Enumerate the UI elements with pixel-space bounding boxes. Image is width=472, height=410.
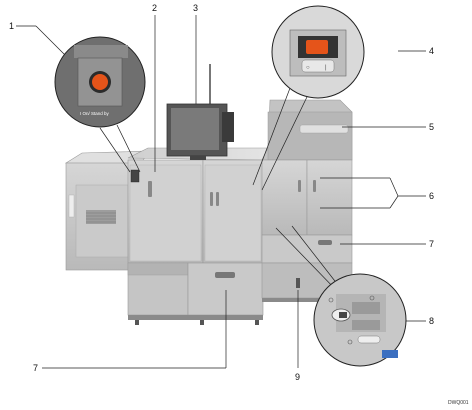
leader-lines xyxy=(16,15,426,369)
door-handle xyxy=(210,192,213,206)
front-cover-left xyxy=(127,159,204,264)
callout-3: 3 xyxy=(193,3,198,13)
zoom-connector xyxy=(99,127,131,173)
callout-2: 2 xyxy=(152,3,157,13)
touch-screen xyxy=(171,108,219,150)
main-switch-toggle-icon xyxy=(306,40,328,54)
zoom-circle-power: I On/ Stand by xyxy=(54,36,146,128)
zoom-connector xyxy=(252,74,296,186)
zoom-connector xyxy=(116,124,141,173)
power-label: I On/ Stand by xyxy=(80,111,110,116)
power-button-icon xyxy=(92,74,108,90)
callout-4: 4 xyxy=(429,46,434,56)
paper-tray-lower-left xyxy=(127,262,189,316)
blue-label xyxy=(382,350,398,358)
control-panel xyxy=(166,64,234,160)
door-handle xyxy=(313,180,316,192)
base-plinth xyxy=(128,315,263,320)
tray-handle xyxy=(215,272,235,278)
callout-8: 8 xyxy=(429,316,434,326)
door-handle xyxy=(216,192,219,206)
callout-7-left: 7 xyxy=(33,363,38,373)
paper-tray-right-upper xyxy=(261,234,353,264)
tray-handle xyxy=(318,240,332,245)
vent-grille xyxy=(86,210,116,224)
callout-5: 5 xyxy=(429,122,434,132)
breaker-switch-icon xyxy=(339,312,347,318)
right-unit-front-right xyxy=(306,159,353,236)
main-power-switch xyxy=(130,169,140,183)
zoom-circle-breaker xyxy=(313,273,407,367)
right-unit-front-left xyxy=(261,159,308,236)
finisher-unit xyxy=(64,150,151,271)
leakage-breaker-location xyxy=(296,278,300,288)
figure-code: DWQ001 xyxy=(448,400,469,406)
door-handle xyxy=(148,181,152,197)
output-tray xyxy=(299,124,349,134)
front-cover-right xyxy=(202,159,264,264)
paper-tray-lower-mid xyxy=(187,262,264,316)
svg-text:○: ○ xyxy=(306,65,310,71)
keypad xyxy=(222,112,234,142)
zoom-circle-main-switch: ○ | xyxy=(271,5,365,99)
svg-text:|: | xyxy=(325,65,327,71)
callout-7-right: 7 xyxy=(429,239,434,249)
callout-1: 1 xyxy=(9,21,14,31)
callout-6: 6 xyxy=(429,191,434,201)
door-handle xyxy=(298,180,301,192)
callout-9: 9 xyxy=(295,372,300,382)
